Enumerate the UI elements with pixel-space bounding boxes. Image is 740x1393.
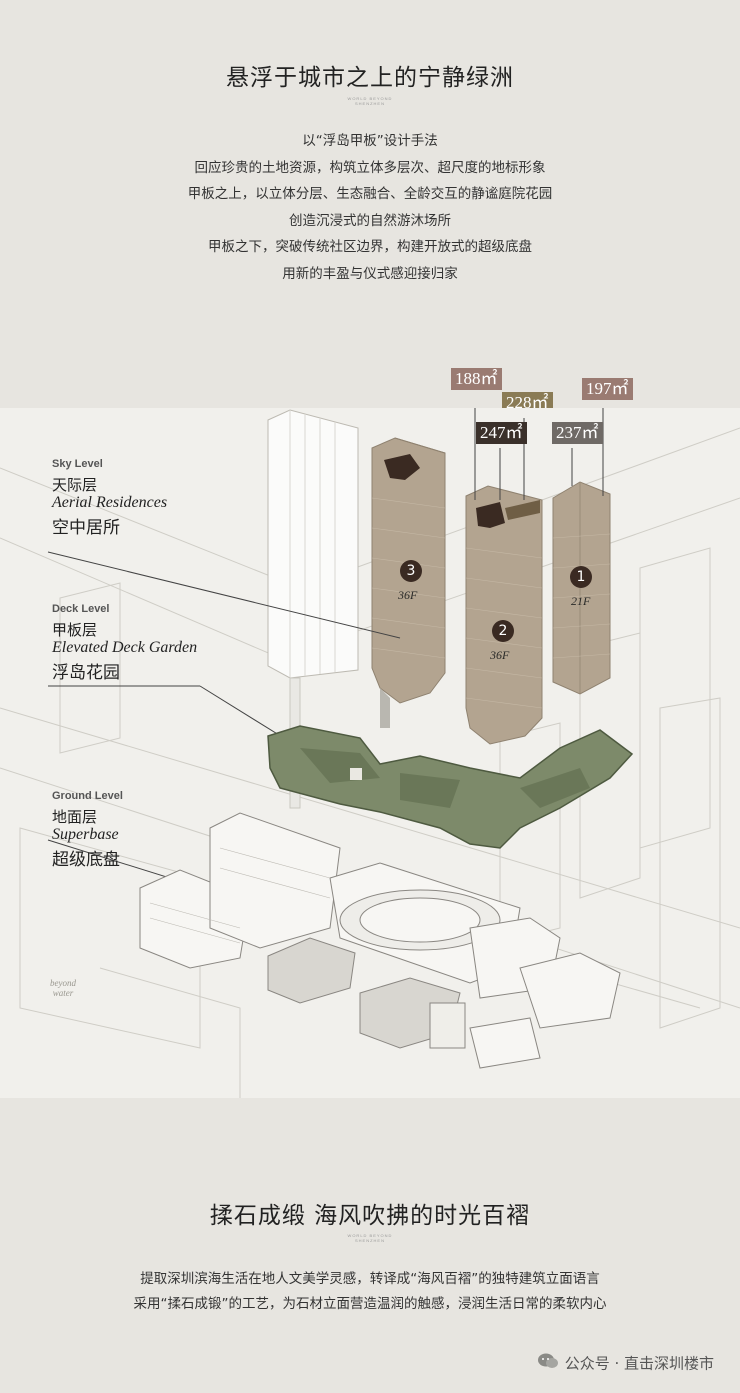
sky-level-en: Sky Level [52, 458, 103, 470]
intro-line: 甲板之上，以立体分层、生态融合、全龄交互的静谧庭院花园 [187, 186, 553, 202]
tower-3-badge: 3 [400, 560, 422, 582]
deck-level-en: Deck Level [52, 603, 110, 615]
tower-1-floors: 21F [571, 594, 591, 608]
tiny-caption-2: WORLD BEYOND [347, 1233, 393, 1238]
sky-level-cn: 天际层 [52, 476, 98, 494]
deck-level-desc: Elevated Deck Garden [52, 639, 198, 656]
ground-level-desc-cn: 超级底盘 [52, 850, 120, 870]
deck-level-cn: 甲板层 [52, 621, 98, 639]
section-title-2: 揉石成缎 海风吹拂的时光百褶 [209, 1203, 531, 1229]
area-tag-188: 188㎡ [451, 368, 502, 390]
footer-attribution: 公众号 · 直击深圳楼市 [537, 1352, 714, 1374]
area-tag-237: 237㎡ [552, 422, 603, 444]
sky-level-desc: Aerial Residences [52, 494, 168, 511]
tower-1-badge: 1 [570, 566, 592, 588]
intro-line: 以“浮岛甲板”设计手法 [302, 133, 438, 149]
wechat-icon [537, 1352, 559, 1374]
area-tag-197: 197㎡ [582, 378, 633, 400]
tiny-caption: WORLD BEYOND [347, 96, 393, 101]
tower-3-floors: 36F [398, 588, 418, 602]
tower-2-badge: 2 [492, 620, 514, 642]
ground-level-desc: Superbase [52, 826, 119, 843]
intro-line: 甲板之下，突破传统社区边界，构建开放式的超级底盘 [208, 239, 532, 255]
site-drawing [0, 408, 740, 1098]
intro-line: 回应珍贵的土地资源，构筑立体多层次、超尺度的地标形象 [194, 159, 546, 176]
intro-paragraph: 以“浮岛甲板”设计手法 回应珍贵的土地资源，构筑立体多层次、超尺度的地标形象 甲… [0, 128, 740, 287]
description-line: 采用“揉石成锻”的工艺，为石材立面营造温润的触感，浸润生活日常的柔软内心 [133, 1296, 607, 1312]
axonometric-illustration: Sky Level 天际层 Aerial Residences 空中居所 Dec… [0, 408, 740, 1098]
ground-level-cn: 地面层 [52, 808, 98, 826]
tiny-caption-2: SHENZHEN [354, 1238, 385, 1243]
section-title: 悬浮于城市之上的宁静绿洲 [226, 65, 514, 91]
area-tag-247: 247㎡ [476, 422, 527, 444]
description-line: 提取深圳滨海生活在地人文美学灵感，转译成“海风百褶”的独特建筑立面语言 [140, 1271, 600, 1287]
tiny-caption: SHENZHEN [354, 101, 385, 106]
sky-level-desc-cn: 空中居所 [52, 518, 120, 538]
tower-2-floors: 36F [490, 648, 510, 662]
intro-line: 用新的丰盈与仪式感迎接归家 [282, 265, 458, 282]
description-paragraph: 提取深圳滨海生活在地人文美学灵感，转译成“海风百褶”的独特建筑立面语言 采用“揉… [0, 1267, 740, 1317]
watermark-logo: beyond water [50, 978, 76, 998]
intro-line: 创造沉浸式的自然游沐场所 [289, 212, 451, 229]
ground-level-en: Ground Level [52, 790, 123, 802]
deck-level-desc-cn: 浮岛花园 [52, 663, 120, 683]
footer-text[interactable]: 公众号 · 直击深圳楼市 [564, 1354, 714, 1373]
